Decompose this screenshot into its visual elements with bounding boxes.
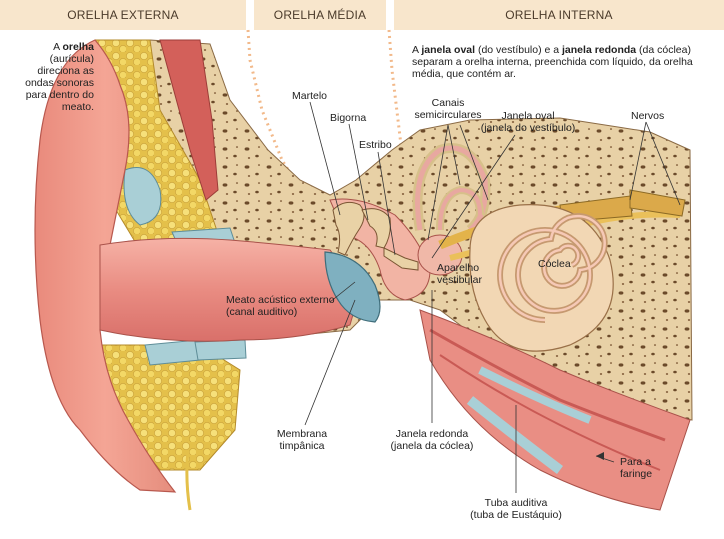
label-janela-redonda-line1: Janela redonda xyxy=(384,428,480,440)
label-tuba-auditiva: Tuba auditiva (tuba de Eustáquio) xyxy=(458,497,574,521)
label-membrana-line2: timpânica xyxy=(262,440,342,452)
label-janela-oval-line2: (janela do vestíbulo) xyxy=(476,122,580,134)
label-faringe-line1: Para a xyxy=(620,456,652,468)
label-tuba-line2: (tuba de Eustáquio) xyxy=(458,509,574,521)
label-meato-line2: (canal auditivo) xyxy=(226,306,335,318)
label-meato: Meato acústico externo (canal auditivo) xyxy=(226,294,335,318)
auricle-note-term: orelha xyxy=(62,41,94,53)
label-martelo: Martelo xyxy=(292,90,327,102)
windows-note-oval-term: janela oval xyxy=(421,44,475,56)
windows-note-part-a: A xyxy=(412,44,421,56)
label-meato-line1: Meato acústico externo xyxy=(226,294,335,306)
label-janela-oval-line1: Janela oval xyxy=(476,110,580,122)
label-faringe-line2: faringe xyxy=(620,468,652,480)
auricle-note: A orelha (aurícula) direciona as ondas s… xyxy=(6,41,94,113)
windows-note-part-c: (do vestíbulo) e a xyxy=(475,44,562,56)
label-membrana-timpanica: Membrana timpânica xyxy=(262,428,342,452)
windows-note: A janela oval (do vestíbulo) e a janela … xyxy=(412,44,702,80)
windows-note-round-term: janela redonda xyxy=(562,44,636,56)
label-aparelho-line2: vestibular xyxy=(437,274,482,286)
label-canais-line1: Canais xyxy=(404,97,492,109)
label-janela-redonda: Janela redonda (janela da cóclea) xyxy=(384,428,480,452)
label-para-faringe: Para a faringe xyxy=(620,456,652,480)
label-nervos: Nervos xyxy=(631,110,664,122)
label-coclea: Cóclea xyxy=(538,258,571,270)
auricle-note-part-c: (aurícula) direciona as ondas sonoras pa… xyxy=(25,53,94,113)
label-membrana-line1: Membrana xyxy=(262,428,342,440)
label-tuba-line1: Tuba auditiva xyxy=(458,497,574,509)
label-estribo: Estribo xyxy=(359,139,392,151)
label-aparelho-line1: Aparelho xyxy=(437,262,482,274)
label-bigorna: Bigorna xyxy=(330,112,366,124)
label-aparelho-vestibular: Aparelho vestibular xyxy=(437,262,482,286)
label-janela-redonda-line2: (janela da cóclea) xyxy=(384,440,480,452)
label-janela-oval: Janela oval (janela do vestíbulo) xyxy=(476,110,580,134)
